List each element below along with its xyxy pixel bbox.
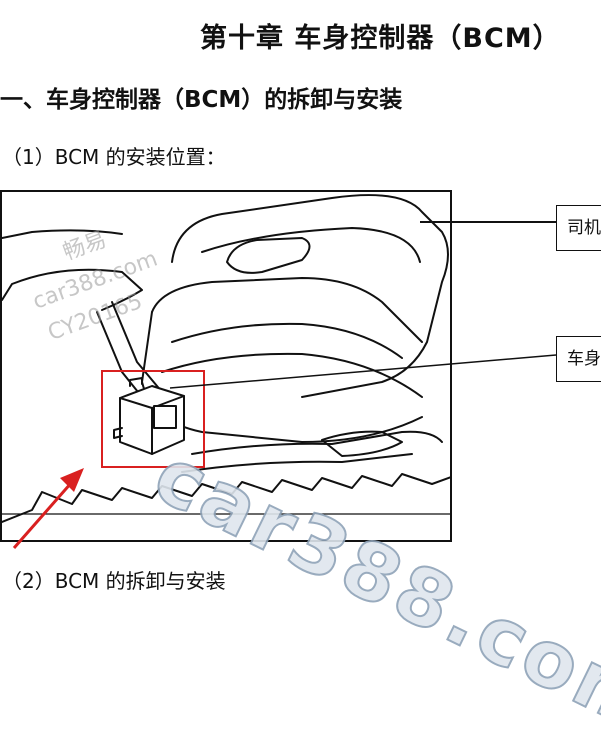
section-title: 一、车身控制器（BCM）的拆卸与安装: [0, 87, 403, 113]
step-1-heading: （1）BCM 的安装位置：: [2, 145, 226, 169]
callout-seat-label: 司机: [556, 205, 601, 251]
leader-line-seat: [420, 221, 556, 223]
step-2-heading: （2）BCM 的拆卸与安装: [2, 569, 226, 593]
seat-illustration: [2, 194, 450, 523]
callout-bcm-label: 车身: [556, 336, 601, 382]
highlight-box: [101, 370, 205, 468]
chapter-title: 第十章 车身控制器（BCM）: [200, 23, 561, 54]
